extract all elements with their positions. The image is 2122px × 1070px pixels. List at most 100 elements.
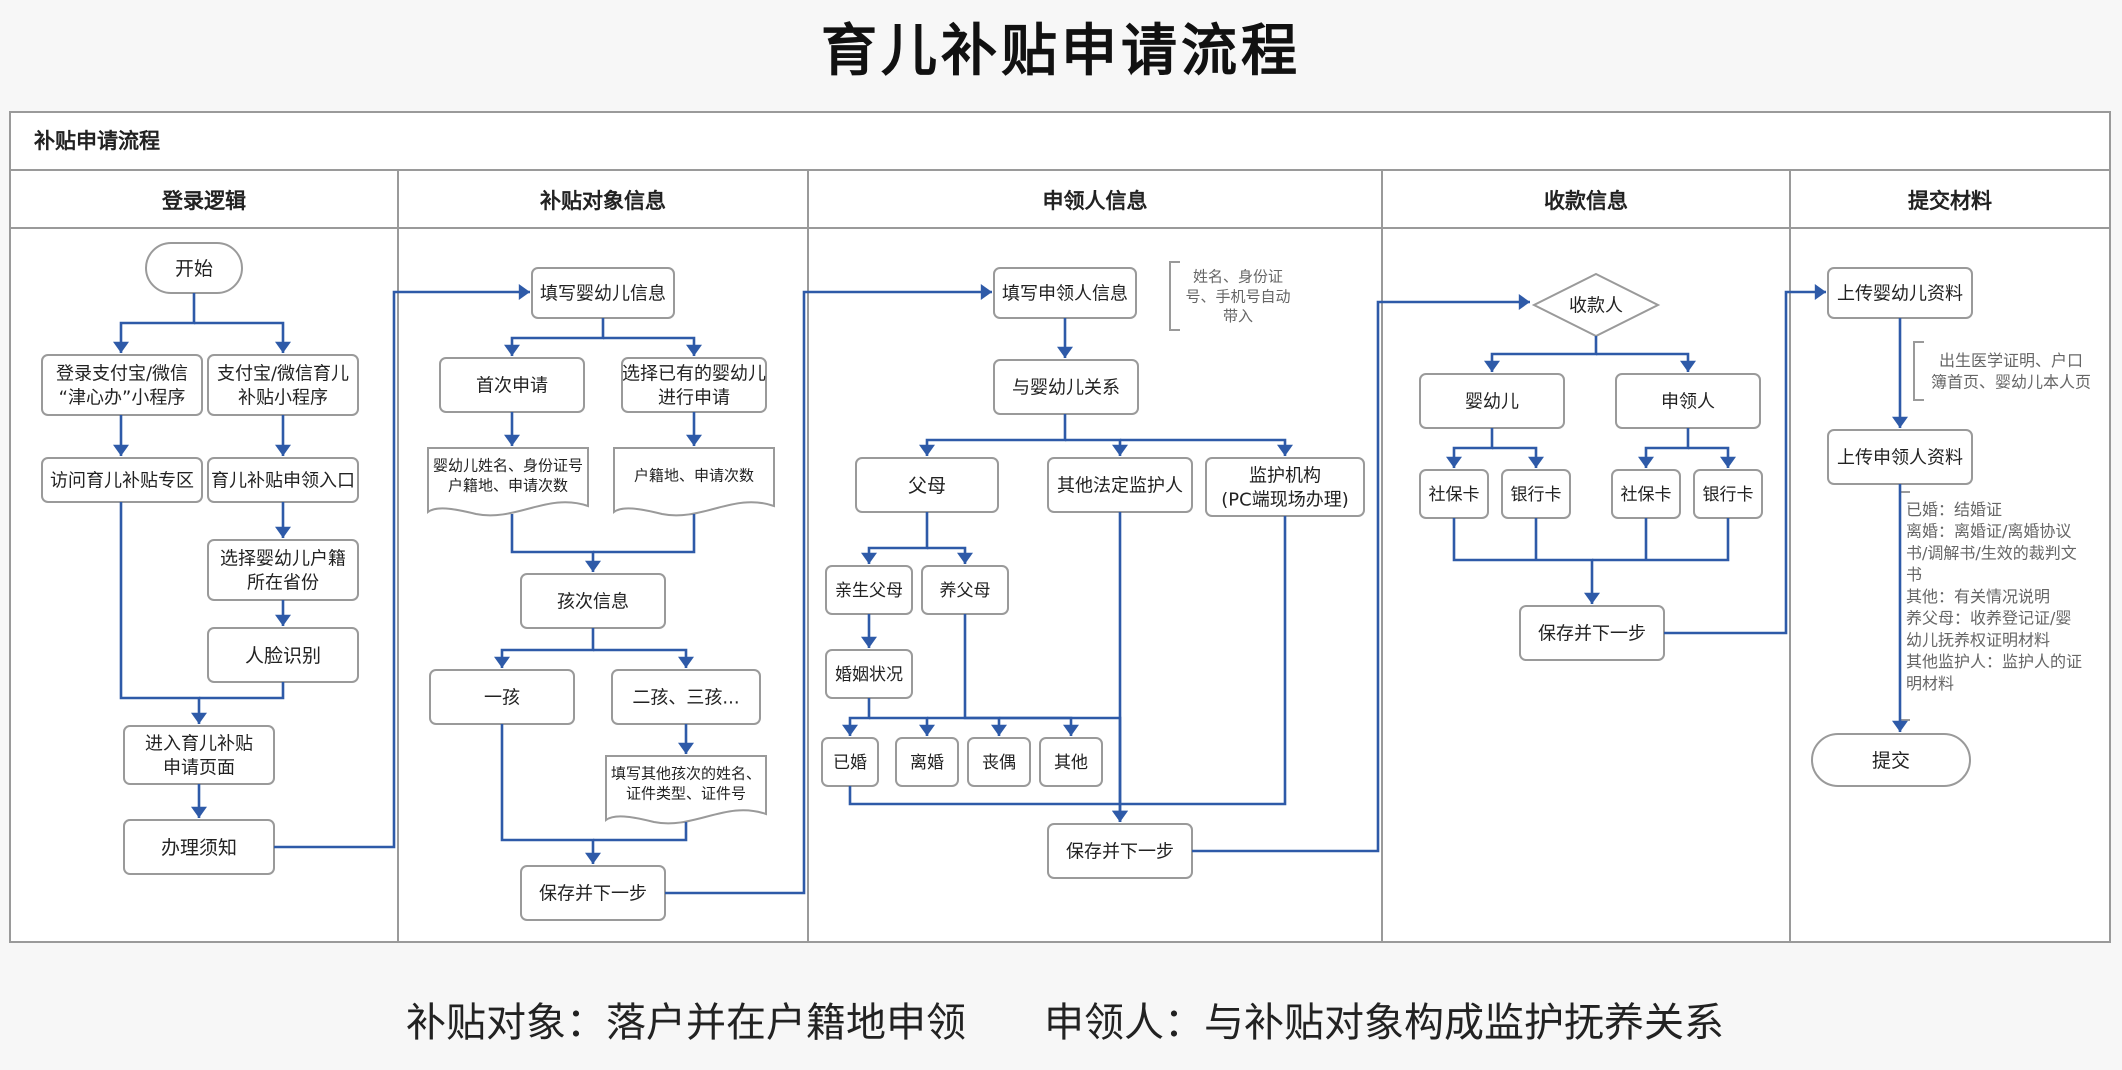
lane-subsidy-target: 补贴对象信息 [539, 189, 666, 213]
connector-50-arrowhead [1892, 416, 1908, 428]
connector-49 [1664, 290, 1826, 635]
connector-7 [119, 502, 201, 724]
connector-51-arrowhead [1892, 720, 1908, 732]
panel-frame [9, 111, 2111, 943]
note-applicant-docs-line-5: 其他：有关情况说明 [1906, 587, 2050, 606]
social-card-1-node-label: 社保卡 [1429, 485, 1480, 505]
connector-17-arrowhead [494, 656, 510, 668]
connector-1 [119, 293, 196, 353]
face-id-node-label: 人脸识别 [245, 645, 321, 667]
bio-parents-node-label: 亲生父母 [835, 581, 903, 601]
note-applicant-docs-line-2: 离婚：离婚证/离婚协议 [1906, 522, 2071, 541]
start-node-label: 开始 [175, 258, 213, 280]
note-child-docs-line-1: 出生医学证明、户口 [1939, 351, 2083, 370]
widowed-node [967, 737, 1031, 787]
note-applicant-docs-line-3: 书/调解书/生效的裁判文 [1906, 543, 2077, 562]
connector-49-arrowhead [1814, 284, 1826, 300]
connector-40-arrowhead [1680, 360, 1696, 372]
enter-page-node-label-line-2: 申请页面 [163, 757, 235, 778]
lane-applicant: 申领人信息 [1043, 189, 1148, 213]
applicant-save-next-node-label: 保存并下一步 [1066, 841, 1174, 862]
connector-28-arrowhead [957, 552, 973, 564]
subsidy-save-next-node-label: 保存并下一步 [539, 883, 647, 904]
adoptive-parents-node-label: 养父母 [940, 581, 991, 601]
connector-41-arrowhead [1446, 456, 1462, 468]
connector-5-arrowhead [275, 526, 291, 538]
payee-diamond-label: 收款人 [1569, 295, 1623, 316]
doc-first-apply-label-line-2: 户籍地、申请次数 [448, 476, 568, 494]
connector-6-arrowhead [275, 614, 291, 626]
connector-45-arrowhead [1584, 592, 1600, 604]
upload-child-node-label: 上传婴幼儿资料 [1837, 283, 1963, 304]
connector-22 [665, 290, 992, 895]
payee-save-next-node-label: 保存并下一步 [1538, 623, 1646, 644]
submit-node-label: 提交 [1872, 750, 1910, 772]
upload-applicant-node-label: 上传申领人资料 [1837, 447, 1963, 468]
footer-subsidy-target: 补贴对象：落户并在户籍地申领 [406, 1000, 966, 1046]
connector-29-arrowhead [861, 636, 877, 648]
wechat-mini-node-label-line-1: 支付宝/微信育儿 [217, 364, 349, 385]
connector-3-arrowhead [113, 444, 129, 456]
doc-existing [613, 447, 775, 517]
page-title: 育儿补贴申请流程 [821, 19, 1301, 84]
connector-26-arrowhead [1277, 444, 1293, 456]
connector-1-arrowhead [113, 341, 129, 353]
doc-other-children-label-line-2: 证件类型、证件号 [626, 784, 746, 802]
lane-payee: 收款信息 [1544, 189, 1628, 213]
panel-title: 补贴申请流程 [33, 129, 160, 153]
payee-applicant-node-label: 申领人 [1661, 391, 1715, 412]
connector-13-arrowhead [504, 434, 520, 446]
connector-10-arrowhead [518, 284, 530, 300]
note-auto-fill-line-3: 带入 [1223, 307, 1253, 325]
divorced-node [895, 737, 959, 787]
marital-status-node-label: 婚姻状况 [835, 665, 903, 685]
select-province-node-label-line-1: 选择婴幼儿户籍 [220, 549, 346, 570]
connector-20 [500, 724, 595, 864]
other-node-label: 其他 [1054, 753, 1088, 773]
footer-applicant: 申领人：与补贴对象构成监护抚养关系 [1044, 1000, 1724, 1046]
connector-19-arrowhead [678, 742, 694, 754]
alipay-mini-node-label-line-2: “津心办”小程序 [59, 387, 186, 408]
connector-18-arrowhead [678, 656, 694, 668]
select-existing-node-label-line-2: 进行申请 [658, 387, 730, 408]
doc-other-children [605, 755, 767, 825]
connector-32-arrowhead [991, 724, 1007, 736]
connector-38 [1192, 300, 1530, 853]
connector-7-arrowhead [191, 712, 207, 724]
doc-first-apply-label-line-1: 婴幼儿姓名、身份证号 [433, 457, 583, 475]
connector-48 [1592, 518, 1730, 562]
select-province-node-label-line-2: 所在省份 [247, 572, 319, 593]
note-applicant-docs-line-1: 已婚：结婚证 [1906, 500, 2002, 519]
note-child-docs-line-2: 簿首页、婴幼儿本人页 [1931, 372, 2091, 391]
connector-37 [1120, 516, 1287, 806]
connector-31-arrowhead [919, 724, 935, 736]
connector-14-arrowhead [686, 434, 702, 446]
connector-21 [593, 822, 688, 842]
payee-child-node-label: 婴幼儿 [1465, 391, 1519, 412]
connector-25-arrowhead [1112, 444, 1128, 456]
note-applicant-docs-line-8: 其他监护人：监护人的证 [1906, 652, 2082, 671]
relation-node-label: 与婴幼儿关系 [1012, 377, 1120, 398]
parents-node-label: 父母 [908, 475, 946, 497]
connector-9-arrowhead [191, 806, 207, 818]
widowed-node-label: 丧偶 [982, 753, 1016, 773]
fill-child-node-label: 填写婴幼儿信息 [540, 283, 666, 304]
connector-12-arrowhead [686, 344, 702, 356]
connector-10 [274, 290, 530, 849]
fill-applicant-node-label: 填写申领人信息 [1002, 283, 1128, 304]
lane-materials: 提交材料 [1908, 189, 1992, 213]
second-third-node-label: 二孩、三孩... [632, 687, 739, 708]
note-auto-fill-line-1: 姓名、身份证 [1193, 268, 1283, 286]
divorced-node-label: 离婚 [910, 753, 944, 773]
connector-15-arrowhead [585, 560, 601, 572]
connector-45 [1452, 518, 1594, 604]
other-node [1039, 737, 1103, 787]
submit-node [1811, 733, 1971, 787]
entry-node-label: 育儿补贴申领入口 [211, 470, 355, 491]
bank-card-2-node-label: 银行卡 [1703, 485, 1754, 505]
birth-order-node-label: 孩次信息 [557, 591, 629, 612]
guardian-org-node-label-line-1: 监护机构 [1249, 466, 1321, 487]
connector-42-arrowhead [1528, 456, 1544, 468]
